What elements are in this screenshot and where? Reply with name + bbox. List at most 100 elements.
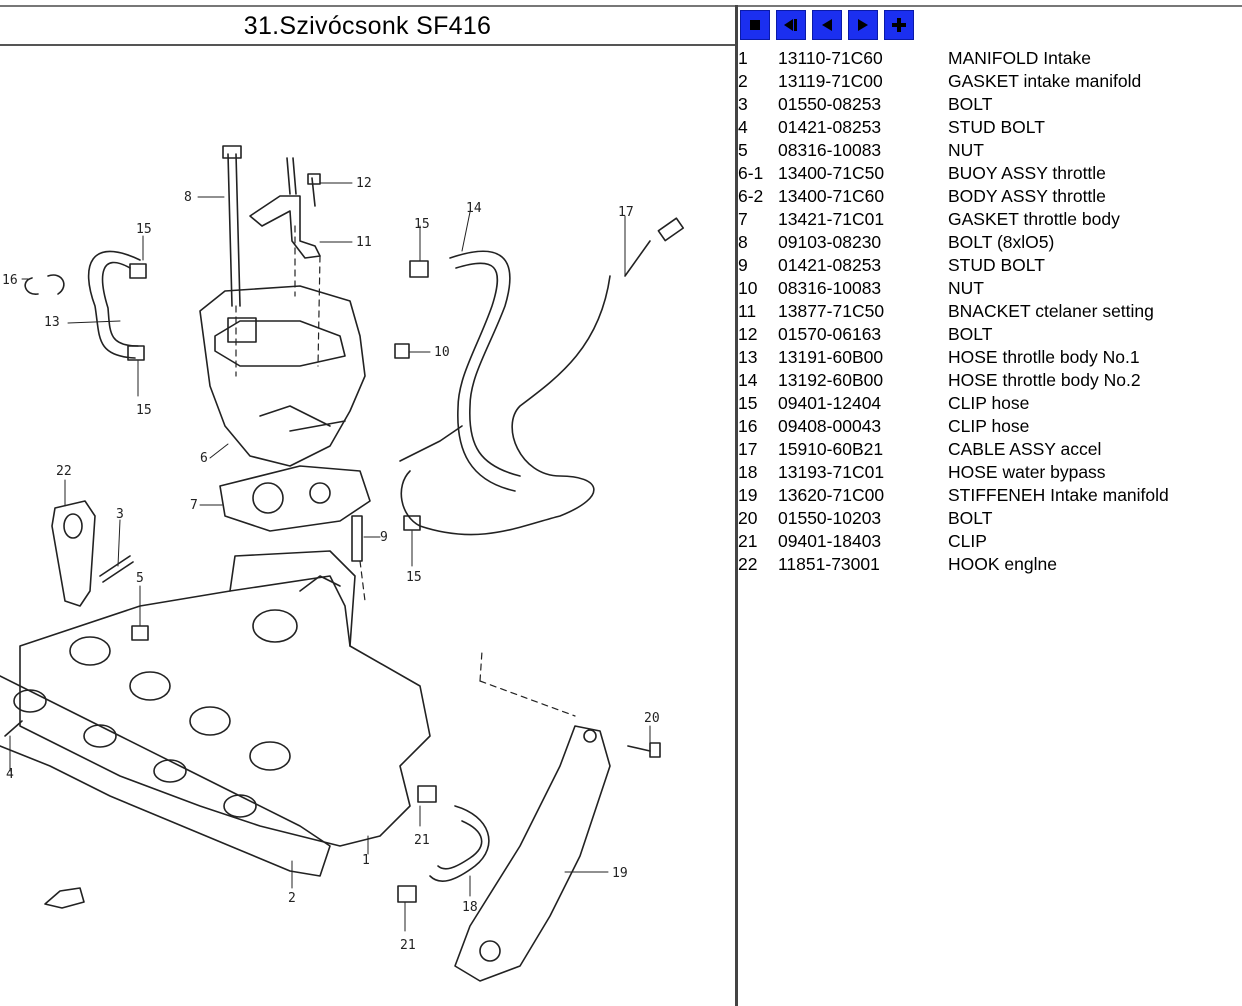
part-description: HOSE throttle body No.2 [948,370,1141,390]
part-code: 09401-12404 [778,393,882,413]
part-code: 09401-18403 [778,531,882,551]
part-code: 01550-10203 [778,508,882,528]
part-description: HOOK englne [948,554,1057,574]
callout-label: 15 [406,570,422,585]
part-number-label: 8 [738,232,748,252]
first-icon [784,19,797,31]
part-number-label: 10 [738,278,758,298]
part-description: HOSE water bypass [948,462,1106,482]
part-description: STIFFENEH Intake manifold [948,485,1169,505]
part-code: 13400-71C50 [778,163,885,183]
part-code: 01550-08253 [778,94,882,114]
stop-icon [750,20,760,30]
parts-row: 14 13192-60B00 HOSE throttle body No.2 [738,369,1242,392]
parts-row: 8 09103-08230 BOLT (8xlO5) [738,231,1242,254]
part-code: 08316-10083 [778,278,882,298]
part-number-label: 16 [738,416,758,436]
callout-label: 17 [618,205,634,220]
part-description: STUD BOLT [948,117,1045,137]
part-number-label: 21 [738,531,758,551]
callout-label: 10 [434,345,450,360]
stop-button[interactable] [740,10,770,40]
part-code: 13119-71C00 [778,71,883,91]
callout-label: 5 [136,571,144,586]
cable-17-shape [400,275,611,536]
part-description: CABLE ASSY accel [948,439,1102,459]
part-description: CLIP hose [948,393,1030,413]
hose-14-shape [449,250,521,477]
part-code: 09103-08230 [778,232,882,252]
part-number-label: 15 [738,393,758,413]
part-code: 13191-60B00 [778,347,884,367]
callout-label: 2 [288,891,296,906]
first-button[interactable] [776,10,806,40]
part-number-label: 7 [738,209,748,229]
part-number-label: 1 [738,48,748,68]
callout-label: 15 [136,403,152,418]
part-number-label: 6-1 [738,163,764,183]
callout-label: 3 [116,507,124,522]
stiffener-19-shape [454,725,611,982]
part-code: 13192-60B00 [778,370,884,390]
part-number-label: 22 [738,554,758,574]
callout-label: 15 [414,217,430,232]
previous-button[interactable] [812,10,842,40]
part-number-label: 20 [738,508,758,528]
part-number-label: 6-2 [738,186,764,206]
manifold-gasket-shape [0,675,331,877]
callout-label: 12 [356,176,372,191]
callout-label: 1 [362,853,370,868]
parts-row: 3 01550-08253 BOLT [738,93,1242,116]
parts-row: 7 13421-71C01 GASKET throttle body [738,208,1242,231]
callout-label: 22 [56,464,72,479]
plus-button[interactable] [884,10,914,40]
part-description: STUD BOLT [948,255,1045,275]
part-number-label: 14 [738,370,758,390]
part-code: 13877-71C50 [778,301,885,321]
callout-label: 13 [44,315,60,330]
part-number-label: 3 [738,94,748,114]
parts-row: 9 01421-08253 STUD BOLT [738,254,1242,277]
next-button[interactable] [848,10,878,40]
panel-divider [735,5,738,1006]
callout-label: 6 [200,451,208,466]
parts-row: 5 08316-10083 NUT [738,139,1242,162]
callout-label: 19 [612,866,628,881]
part-code: 13110-71C60 [778,48,883,68]
part-code: 01421-08253 [778,255,882,275]
part-code: 13193-71C01 [778,462,885,482]
fwd-arrow-icon [44,887,85,909]
part-code: 01421-08253 [778,117,882,137]
page-title: 31.Szivócsonk SF416 [243,12,492,40]
part-number-label: 2 [738,71,748,91]
callout-label: 18 [462,900,478,915]
part-description: CLIP hose [948,416,1030,436]
part-number-label: 11 [738,301,757,321]
part-description: NUT [948,140,984,160]
part-description: BOLT (8xlO5) [948,232,1055,252]
part-description: BOLT [948,94,993,114]
part-code: 13400-71C60 [778,186,885,206]
part-number-label: 17 [738,439,758,459]
next-icon [858,19,868,31]
callout-label: 8 [184,190,192,205]
clip-16-shape [24,274,65,295]
part-number-label: 5 [738,140,748,160]
part-code: 08316-10083 [778,140,882,160]
throttle-gasket-shape [219,465,371,532]
part-description: GASKET throttle body [948,209,1120,229]
part-code: 13421-71C01 [778,209,885,229]
part-code: 15910-60B21 [778,439,884,459]
hose-13-shape [87,250,141,359]
part-number-label: 9 [738,255,748,275]
